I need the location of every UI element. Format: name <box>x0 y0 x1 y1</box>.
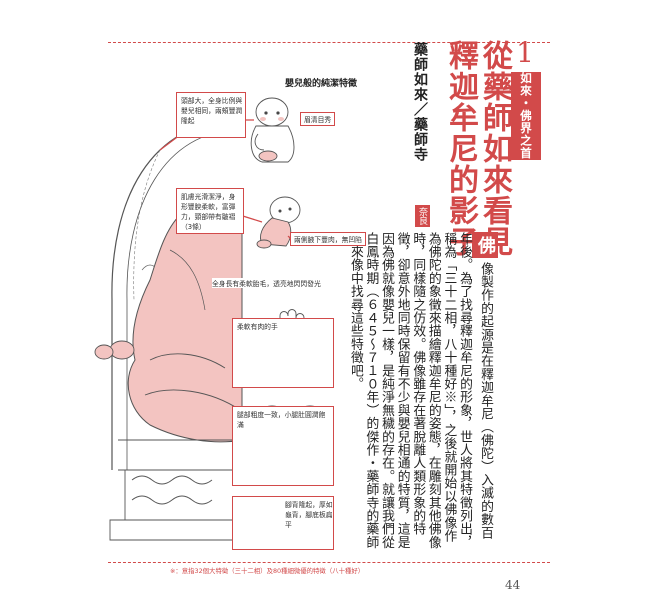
dropcap: 佛 <box>472 232 498 258</box>
bottom-border <box>108 562 550 563</box>
note-box-feet: 腳背隆起，厚如龜背，腳底板扁平 <box>232 496 334 550</box>
note-legs: 腿部粗度一致，小腿肚圓潤飽滿 <box>237 411 326 429</box>
chapter-tab: 如來・佛界之首 <box>511 72 541 160</box>
note-feet: 腳背隆起，厚如龜背，腳底板扁平 <box>285 501 333 529</box>
body-paragraph: 像製作的起源是在釋迦牟尼（佛陀）入滅的數百年後。為了找尋釋迦牟尼的形象，世人將其… <box>347 232 493 549</box>
page-number: 44 <box>505 578 521 592</box>
baby-sitting-drawing <box>250 97 295 163</box>
article-title: 從藥師如來看見釋迦牟尼的影子 <box>443 40 512 257</box>
note-brows: 眉清目秀 <box>300 112 336 126</box>
note-box-hand: 柔軟有肉的手 <box>232 318 334 388</box>
illustration-title: 嬰兒般的純潔特徵 <box>285 79 358 89</box>
article-subtitle: 藥師如來／藥師寺 <box>412 42 428 162</box>
footnote: ※：意指32個大特徵（三十二相）及80種細微優的特徵（八十種好） <box>170 567 365 575</box>
note-box-face: 頭部大，全身比例與嬰兒相同，兩頰豐潤隆起 <box>176 92 246 138</box>
note-skin: 肌膚光滑潔淨，身形豐腴柔軟，富彈力，頸部帶有皺褶（3條） <box>181 193 236 231</box>
note-shoulders: 兩側腋下豐肉，無凹陷 <box>290 232 366 246</box>
note-hair: 全身長有柔軟胎毛，透亮地閃閃發光 <box>212 278 321 288</box>
body-text: 佛像製作的起源是在釋迦牟尼（佛陀）入滅的數百年後。為了找尋釋迦牟尼的形象，世人將… <box>348 232 498 552</box>
chapter-number: 1 <box>516 36 534 69</box>
pedestal <box>109 439 241 541</box>
note-box-skin: 肌膚光滑潔淨，身形豐腴柔軟，富彈力，頸部帶有皺褶（3條） <box>176 188 244 234</box>
note-face: 頭部大，全身比例與嬰兒相同，兩頰豐潤隆起 <box>181 97 243 125</box>
buddha-body <box>127 211 243 443</box>
buddha-hands <box>94 340 135 360</box>
place-badge: 奈良 <box>415 205 430 227</box>
top-border <box>108 42 550 43</box>
note-hand: 柔軟有肉的手 <box>237 323 278 331</box>
baby-lying-drawing <box>256 196 301 249</box>
note-box-legs: 腿部粗度一致，小腿肚圓潤飽滿 <box>232 406 334 486</box>
